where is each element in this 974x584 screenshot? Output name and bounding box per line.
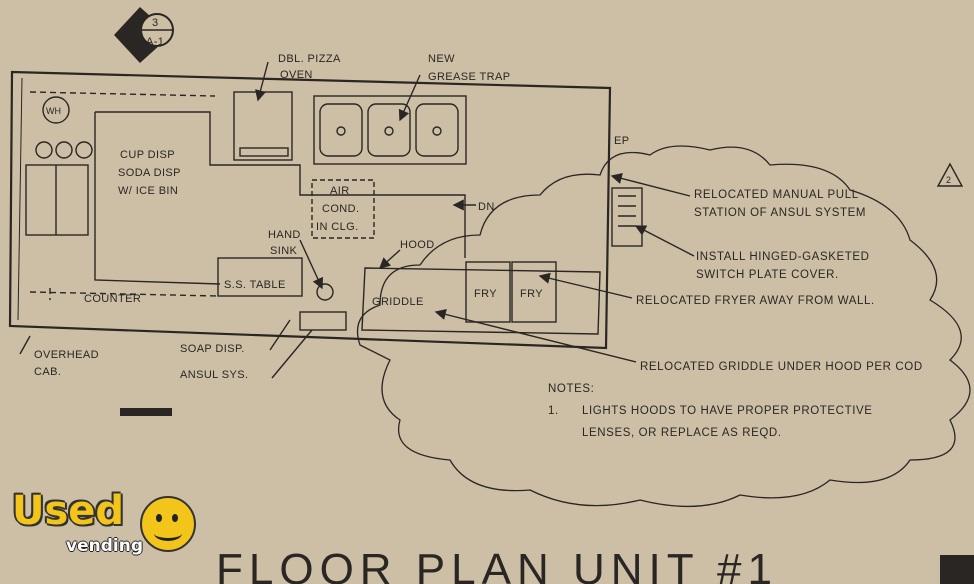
callout-ansul-1: RELOCATED MANUAL PULL <box>694 189 859 201</box>
cup-disp-label: CUP DISP <box>120 149 175 161</box>
used-vending-logo: Used vending <box>8 488 208 580</box>
section-number: 3 <box>152 17 159 29</box>
cab-label: CAB. <box>34 366 61 378</box>
in-clg-label: IN CLG. <box>316 221 359 233</box>
revision-number: 2 <box>946 175 951 185</box>
ss-table-label: S.S. TABLE <box>224 279 286 291</box>
ansul-sys-label: ANSUL SYS. <box>180 369 248 381</box>
hood-label: HOOD <box>400 239 435 251</box>
soda-disp-label: SODA DISP <box>118 167 181 179</box>
counter-outline <box>94 111 466 285</box>
unit-outline <box>8 70 612 350</box>
grease-trap-label: GREASE TRAP <box>428 71 510 83</box>
ss-table <box>217 257 303 297</box>
notes-line-2: LENSES, OR REPLACE AS REQD. <box>582 427 782 439</box>
section-sheet: A-1 <box>146 36 164 48</box>
fryer-2-label: FRY <box>520 288 543 300</box>
hood-outline <box>361 267 601 335</box>
soap-disp-label: SOAP DISP. <box>180 343 245 355</box>
callout-fryer: RELOCATED FRYER AWAY FROM WALL. <box>636 295 875 307</box>
sink-label: SINK <box>270 245 298 257</box>
drawing-title: FLOOR PLAN UNIT #1 <box>216 545 778 584</box>
notes-heading: NOTES: <box>548 383 594 395</box>
hand-label: HAND <box>268 229 301 241</box>
new-label: NEW <box>428 53 455 65</box>
counter-label: COUNTER <box>84 293 141 305</box>
notes-item-number: 1. <box>548 405 559 417</box>
revision-cloud <box>356 145 971 508</box>
coin-mascot-icon <box>140 496 196 552</box>
pizza-oven-label: DBL. PIZZA <box>278 53 341 65</box>
water-heater-label: WH <box>46 106 61 116</box>
overhead-label: OVERHEAD <box>34 349 99 361</box>
dn-label: DN <box>478 201 495 213</box>
cond-label: COND. <box>322 203 359 215</box>
callout-switch-1: INSTALL HINGED-GASKETED <box>696 251 870 263</box>
notes-line-1: LIGHTS HOODS TO HAVE PROPER PROTECTIVE <box>582 405 873 417</box>
ice-bin-label: W/ ICE BIN <box>118 185 178 197</box>
logo-vending-text: vending <box>66 536 143 556</box>
pizza-oven <box>233 91 293 161</box>
air-label: AIR <box>330 185 350 197</box>
pizza-oven-label-2: OVEN <box>280 69 313 81</box>
ep-label: EP <box>614 135 629 147</box>
hand-sink <box>299 311 347 331</box>
callout-griddle: RELOCATED GRIDDLE UNDER HOOD PER COD <box>640 361 923 373</box>
logo-used-text: Used <box>12 488 125 534</box>
fryer-1-label: FRY <box>474 288 497 300</box>
callout-switch-2: SWITCH PLATE COVER. <box>696 269 839 281</box>
three-comp-sink <box>313 95 467 165</box>
griddle-label: GRIDDLE <box>372 296 424 308</box>
callout-ansul-2: STATION OF ANSUL SYSTEM <box>694 207 866 219</box>
